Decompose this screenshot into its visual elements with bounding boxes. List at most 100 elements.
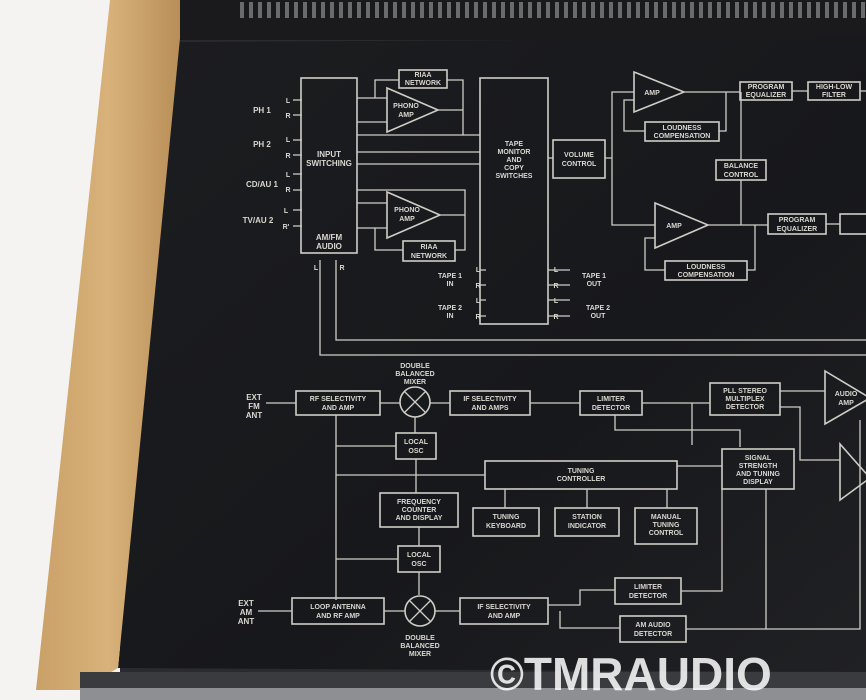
block-label: HIGH-LOW [816,84,853,91]
front-lip [80,688,866,700]
channel-r: R [475,314,480,321]
mixer-label: BALANCED [395,371,434,378]
block-label: AMP [838,400,854,407]
vent-slot [645,2,649,18]
tape-monitor-block [479,77,549,325]
mixer-label: DOUBLE [405,635,435,642]
tape-label: IN [447,281,454,288]
vent-slot [735,2,739,18]
input-tvau2: TV/AU 2 L R' [243,208,290,231]
riaa-network-bottom [402,240,456,262]
block-label: INDICATOR [568,523,606,530]
tape-label: TAPE 2 [586,305,610,312]
vent-slot [708,2,712,18]
block-label: RIAA [420,244,437,251]
vent-slot [249,2,253,18]
vent-slot [762,2,766,18]
vent-slot [699,2,703,18]
block-label: IF SELECTIVITY [477,604,531,611]
tuning-keyboard-block [472,507,540,537]
block-label: PROGRAM [779,217,816,224]
vent-slot [456,2,460,18]
vent-slot [465,2,469,18]
tape-label: OUT [587,281,603,288]
channel-l: L [286,172,291,179]
channel-r: R [475,283,480,290]
amp-bottom [654,201,711,250]
input-switching-block [300,77,358,254]
vent-slot [366,2,370,18]
channel-r: R [285,113,290,120]
vent-slot [303,2,307,18]
vent-slot [744,2,748,18]
manual-tuning-block [634,507,698,545]
block-label: DETECTOR [592,405,630,412]
vent-slot [726,2,730,18]
block-label: CONTROL [649,530,684,537]
vent-slot [483,2,487,18]
channel-l: L [286,98,291,105]
channel-l: L [476,267,481,274]
vent-slot [753,2,757,18]
vent-slot [501,2,505,18]
antenna-label: ANT [246,411,263,420]
vent-slot [600,2,604,18]
vent-slot [555,2,559,18]
block-label: COMPENSATION [678,272,735,279]
volume-control-block [552,139,606,179]
block-label: OSC [411,561,426,568]
block-label: DETECTOR [629,593,667,600]
mixer-label: DOUBLE [400,363,430,370]
vent-slot [861,2,865,18]
block-label: TUNING [493,514,520,521]
vent-slot [492,2,496,18]
block-label: IF SELECTIVITY [463,396,517,403]
vent-slot [843,2,847,18]
pll-stereo-block [709,382,781,416]
vent-slot [780,2,784,18]
mixer-label: MIXER [404,379,426,386]
vent-slot [420,2,424,18]
tape-label: TAPE 1 [582,273,606,280]
preamp-section: PH 1 L R PH 2 L R CD/AU 1 L R TV/AU 2 L … [243,69,866,356]
vent-slot [627,2,631,18]
block-label: LOCAL [407,552,432,559]
channel-l: L [476,298,481,305]
input-label: TV/AU 2 [243,216,274,225]
block-label: FILTER [822,92,846,99]
block-label: COPY [504,165,524,172]
block-label: STRENGTH [739,463,778,470]
if-selectivity-amp-block [459,597,549,625]
vent-slot [636,2,640,18]
vent-slot [384,2,388,18]
vent-slot [852,2,856,18]
antenna-label: ANT [238,617,255,626]
vent-slot [789,2,793,18]
block-label: AMP [644,90,660,97]
block-label: LOOP ANTENNA [310,604,366,611]
vent-slot [447,2,451,18]
vent-slot [393,2,397,18]
block-label: AND RF AMP [316,613,360,620]
block-label: TUNING [568,468,595,475]
vent-slot [834,2,838,18]
block-label: INPUT [317,150,341,159]
vent-slot [312,2,316,18]
vent-slot [681,2,685,18]
channel-l: L [286,137,291,144]
block-label: LOUDNESS [663,125,702,132]
tape-label: IN [447,313,454,320]
block-label: RIAA [414,72,431,79]
block-label: LOCAL [404,439,429,446]
vent-slot [474,2,478,18]
block-label: EQUALIZER [777,226,817,233]
vent-slot [816,2,820,18]
vent-slot [798,2,802,18]
block-label: RF SELECTIVITY [310,396,367,403]
vent-slot [546,2,550,18]
block-label: MONITOR [498,149,531,156]
channel-r: R [553,283,558,290]
block-label: MULTIPLEX [725,396,764,403]
input-ph1: PH 1 L R [253,98,291,120]
vent-slot [564,2,568,18]
